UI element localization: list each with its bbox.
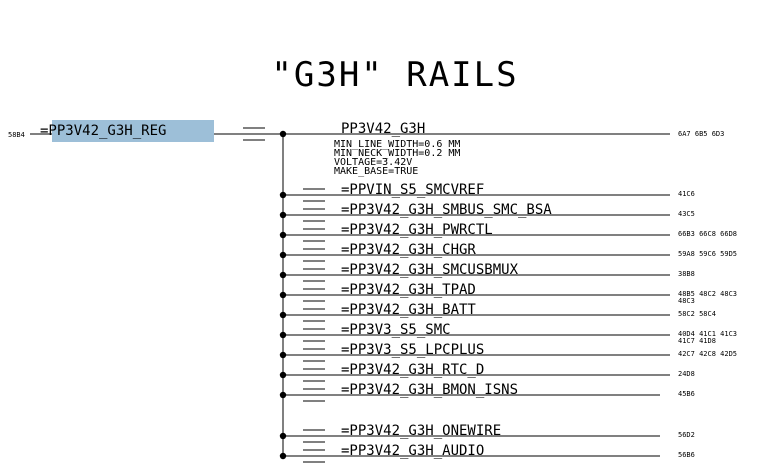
branch-page-ref: 56D2 <box>678 431 695 439</box>
branch-page-ref: 58C2 58C4 <box>678 310 716 318</box>
branch-page-ref: 24D8 <box>678 370 695 378</box>
net-property: MIN_NECK_WIDTH=0.2 MM <box>334 148 460 159</box>
branch-net-label[interactable]: =PP3V42_G3H_CHGR <box>341 242 476 258</box>
branch-page-ref: 43C5 <box>678 210 695 218</box>
branch-net-label[interactable]: =PP3V42_G3H_RTC_D <box>341 362 484 378</box>
branch-net-label[interactable]: =PP3V42_G3H_ONEWIRE <box>341 423 501 439</box>
branch-row: =PP3V42_G3H_RTC_D 24D8 <box>279 362 695 382</box>
net-property: MAKE_BASE=TRUE <box>334 166 418 177</box>
branch-page-ref: 38B8 <box>678 270 695 278</box>
branch-list: =PPVIN_S5_SMCVREF 41C6 =PP3V42_G3H_SMBUS_S… <box>279 182 737 463</box>
branch-page-ref: 41C6 <box>678 190 695 198</box>
branch-net-label[interactable]: =PP3V42_G3H_BMON_ISNS <box>341 382 518 398</box>
source-net-label[interactable]: =PP3V42_G3H_REG <box>40 123 166 139</box>
branch-row: =PP3V42_G3H_AUDIO 56B6 <box>279 443 695 463</box>
page-title: "G3H" RAILS <box>271 55 518 95</box>
branch-page-ref: 41C7 41D8 <box>678 337 716 345</box>
branch-row: =PP3V42_G3H_BATT 58C2 58C4 <box>279 302 716 322</box>
branch-net-label[interactable]: =PP3V42_G3H_SMCUSBMUX <box>341 262 519 278</box>
branch-net-label[interactable]: =PP3V42_G3H_SMBUS_SMC_BSA <box>341 202 552 218</box>
branch-net-label[interactable]: =PP3V3_S5_SMC <box>341 322 451 338</box>
branch-row: =PP3V42_G3H_SMCUSBMUX 38B8 <box>279 262 695 282</box>
main-net-label[interactable]: PP3V42_G3H <box>341 121 425 137</box>
branch-row: =PP3V42_G3H_CHGR 59A8 59C6 59D5 <box>279 242 737 262</box>
branch-row: =PP3V3_S5_LPCPLUS 42C7 42C8 42D5 <box>279 342 737 362</box>
branch-net-label[interactable]: =PP3V42_G3H_PWRCTL <box>341 222 493 238</box>
branch-page-ref: 42C7 42C8 42D5 <box>678 350 737 358</box>
branch-net-label[interactable]: =PP3V3_S5_LPCPLUS <box>341 342 484 358</box>
branch-row: =PPVIN_S5_SMCVREF 41C6 <box>279 182 695 202</box>
source-rail-symbol <box>243 127 283 141</box>
branch-page-ref: 56B6 <box>678 451 695 459</box>
branch-row: =PP3V42_G3H_ONEWIRE 56D2 <box>279 423 695 443</box>
net-property: MIN_LINE_WIDTH=0.6 MM <box>334 139 460 150</box>
source-label-highlight <box>52 120 214 142</box>
net-property: VOLTAGE=3.42V <box>334 157 412 168</box>
main-net-properties: MIN_LINE_WIDTH=0.6 MMMIN_NECK_WIDTH=0.2 … <box>334 139 460 177</box>
main-net-refs: 6A7 6B5 6D3 <box>678 130 724 138</box>
branch-net-label[interactable]: =PPVIN_S5_SMCVREF <box>341 182 484 198</box>
branch-row: =PP3V42_G3H_SMBUS_SMC_BSA 43C5 <box>279 202 695 222</box>
branch-page-ref: 48C3 <box>678 297 695 305</box>
branch-page-ref: 66B3 66C8 66D8 <box>678 230 737 238</box>
branch-net-label[interactable]: =PP3V42_G3H_BATT <box>341 302 476 318</box>
branch-page-ref: 48B5 48C2 48C3 <box>678 290 737 298</box>
branch-page-ref: 40D4 41C1 41C3 <box>678 330 737 338</box>
branch-row: =PP3V42_G3H_BMON_ISNS 45B6 <box>279 382 695 402</box>
branch-row: =PP3V42_G3H_PWRCTL 66B3 66C8 66D8 <box>279 222 737 242</box>
source-page-ref: 58B4 <box>8 131 25 139</box>
branch-net-label[interactable]: =PP3V42_G3H_AUDIO <box>341 443 484 459</box>
branch-net-label[interactable]: =PP3V42_G3H_TPAD <box>341 282 476 298</box>
branch-page-ref: 45B6 <box>678 390 695 398</box>
branch-page-ref: 59A8 59C6 59D5 <box>678 250 737 258</box>
